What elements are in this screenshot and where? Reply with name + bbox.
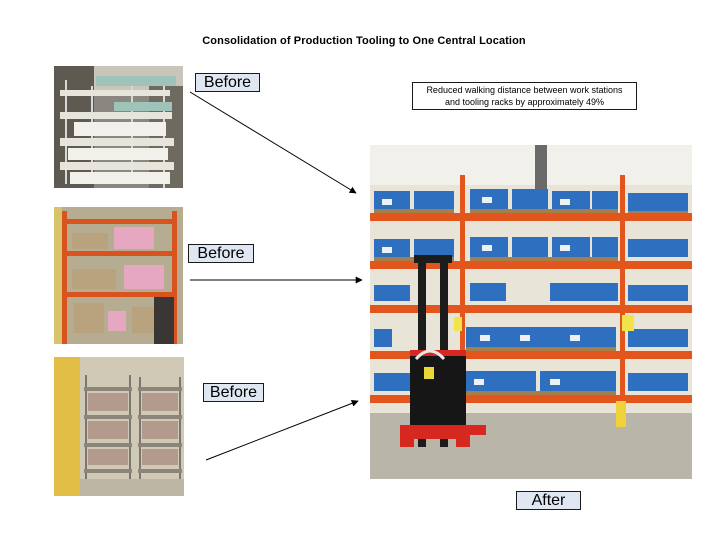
before-photo-wire-shelving — [54, 66, 183, 188]
before-photo-wire-carts — [54, 357, 184, 496]
arrow-1 — [189, 91, 357, 194]
callout-line-2: and tooling racks by approximately 49% — [444, 97, 605, 107]
before-label-2: Before — [188, 244, 254, 263]
after-label: After — [516, 491, 581, 510]
after-photo-central-rack — [370, 145, 692, 479]
before-photo-pallet-rack — [54, 207, 183, 344]
before-label-3: Before — [203, 383, 264, 402]
callout-box: Reduced walking distance between work st… — [412, 82, 637, 110]
page-title: Consolidation of Production Tooling to O… — [202, 35, 526, 47]
callout-line-1: Reduced walking distance between work st… — [426, 85, 623, 95]
before-label-1: Before — [195, 73, 260, 92]
arrow-3 — [205, 400, 359, 461]
